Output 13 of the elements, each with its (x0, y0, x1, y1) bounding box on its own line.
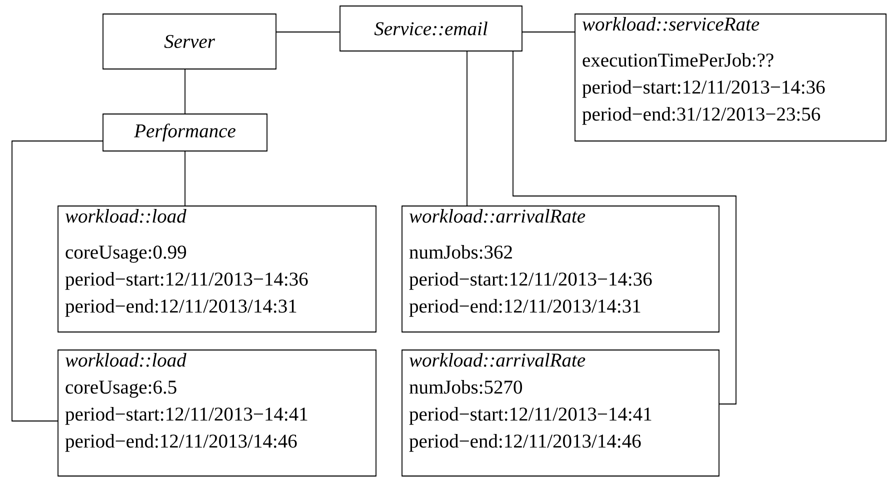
instance-box: workload::serviceRate executionTimePerJob:?? period−start:12/11/2013−14:36 period−end:31/12/2013−23:56 (574, 14, 886, 142)
connector-line (512, 50, 736, 404)
class-box: Service::email (340, 6, 522, 52)
connector-line (184, 150, 186, 206)
connector-line (184, 68, 186, 114)
instance-box: workload::load coreUsage:6.5 period−start:12/11/2013−14:41 period−end:12/11/2013/14:46 (58, 350, 376, 476)
instance-box: workload::load coreUsage:0.99 period−start:12/11/2013−14:36 period−end:12/11/2013/14:31 (58, 206, 376, 332)
connector-line (466, 50, 468, 206)
connector-line (12, 140, 104, 422)
instance-box: workload::arrivalRate numJobs:5270 period−start:12/11/2013−14:41 period−end:12/11/2013/14:46 (402, 350, 720, 476)
class-box: Server (102, 14, 276, 70)
instance-box: workload::arrivalRate numJobs:362 period−start:12/11/2013−14:36 period−end:12/11/2013/14:31 (402, 206, 720, 332)
class-box: Performance (102, 114, 268, 152)
